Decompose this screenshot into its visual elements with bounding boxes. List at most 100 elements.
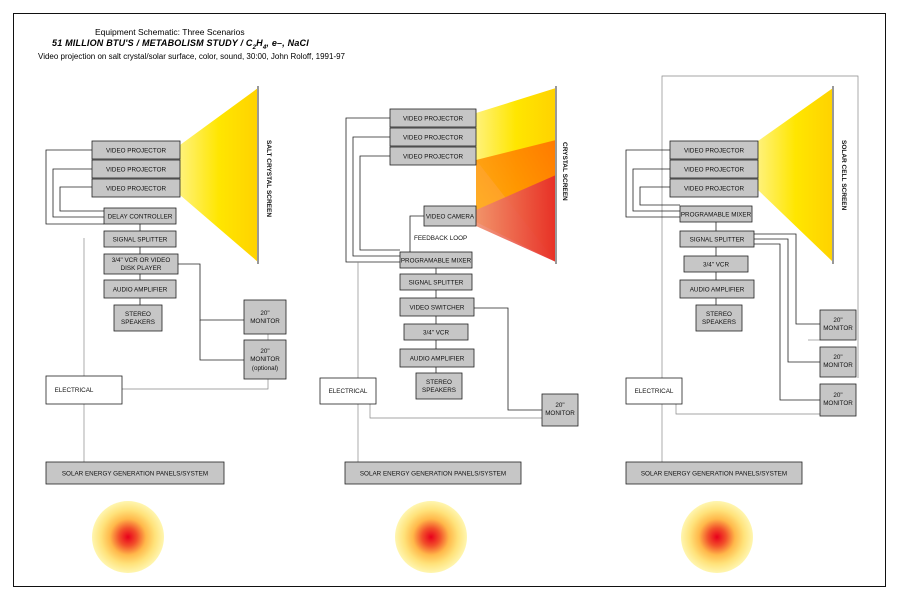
svg-text:20": 20" <box>833 392 842 399</box>
projection-beam <box>180 88 258 262</box>
electrical: ELECTRICAL <box>625 377 683 405</box>
screen-label: SALT CRYSTAL SCREEN <box>265 140 272 217</box>
video-projector-3: VIDEO PROJECTOR <box>669 178 759 198</box>
video-projector-3: VIDEO PROJECTOR <box>91 178 181 198</box>
svg-text:AUDIO AMPLIFIER: AUDIO AMPLIFIER <box>410 356 465 363</box>
vcr: 3/4" VCR <box>683 255 749 273</box>
sun-icon <box>681 501 753 573</box>
monitor: 20"MONITOR <box>541 393 579 427</box>
svg-text:VIDEO CAMERA: VIDEO CAMERA <box>426 214 475 221</box>
svg-text:DISK PLAYER: DISK PLAYER <box>121 265 162 272</box>
svg-text:VIDEO PROJECTOR: VIDEO PROJECTOR <box>403 135 464 142</box>
camera-feedback-beam <box>476 175 556 262</box>
svg-text:VIDEO PROJECTOR: VIDEO PROJECTOR <box>403 154 464 161</box>
svg-text:STEREO: STEREO <box>426 379 452 386</box>
svg-text:STEREO: STEREO <box>706 311 732 318</box>
svg-text:VIDEO SWITCHER: VIDEO SWITCHER <box>410 305 465 312</box>
svg-text:DELAY CONTROLLER: DELAY CONTROLLER <box>108 214 173 221</box>
svg-text:20": 20" <box>833 317 842 324</box>
schematic-subtitle: 51 MILLION BTU'S / METABOLISM STUDY / C2… <box>52 38 309 51</box>
svg-text:AUDIO AMPLIFIER: AUDIO AMPLIFIER <box>113 287 168 294</box>
monitor-2: 20"MONITOR <box>819 346 857 378</box>
svg-text:20": 20" <box>555 402 564 409</box>
svg-text:(optional): (optional) <box>252 365 278 372</box>
svg-text:ELECTRICAL: ELECTRICAL <box>55 387 94 394</box>
video-switcher: VIDEO SWITCHER <box>399 297 475 317</box>
audio-amplifier: AUDIO AMPLIFIER <box>103 279 177 299</box>
svg-text:MONITOR: MONITOR <box>545 410 575 417</box>
svg-text:20": 20" <box>260 348 269 355</box>
svg-text:3/4" VCR: 3/4" VCR <box>703 262 729 269</box>
svg-text:AUDIO AMPLIFIER: AUDIO AMPLIFIER <box>690 287 745 294</box>
svg-text:PROGRAMABLE MIXER: PROGRAMABLE MIXER <box>681 212 752 219</box>
svg-text:MONITOR: MONITOR <box>250 318 280 325</box>
svg-text:MONITOR: MONITOR <box>823 362 853 369</box>
schematic-title: Equipment Schematic: Three Scenarios <box>95 27 245 37</box>
video-projector-2: VIDEO PROJECTOR <box>669 159 759 179</box>
solar-panels: SOLAR ENERGY GENERATION PANELS/SYSTEM <box>344 461 522 485</box>
vcr: 3/4" VCR <box>403 323 469 341</box>
electrical: ELECTRICAL <box>45 375 123 405</box>
projection-beam <box>758 88 833 262</box>
sun-icon <box>92 501 164 573</box>
audio-amplifier: AUDIO AMPLIFIER <box>399 348 475 368</box>
feedback-loop-label: FEEDBACK LOOP <box>414 235 467 242</box>
signal-splitter: SIGNAL SPLITTER <box>103 230 177 248</box>
svg-text:SIGNAL SPLITTER: SIGNAL SPLITTER <box>409 280 464 287</box>
delay-controller: DELAY CONTROLLER <box>103 207 177 225</box>
video-projector-1: VIDEO PROJECTOR <box>91 140 181 160</box>
svg-text:3/4" VCR: 3/4" VCR <box>423 330 449 337</box>
svg-text:VIDEO PROJECTOR: VIDEO PROJECTOR <box>684 148 745 155</box>
scenario-1: SALT CRYSTAL SCREEN VIDEO PROJECTOR VIDE… <box>45 86 287 573</box>
video-projector-2: VIDEO PROJECTOR <box>91 159 181 179</box>
svg-text:SIGNAL SPLITTER: SIGNAL SPLITTER <box>690 237 745 244</box>
sun-icon <box>395 501 467 573</box>
svg-text:3/4" VCR OR VIDEO: 3/4" VCR OR VIDEO <box>112 257 171 264</box>
signal-splitter: SIGNAL SPLITTER <box>399 273 473 291</box>
svg-text:VIDEO PROJECTOR: VIDEO PROJECTOR <box>106 167 167 174</box>
video-projector-2: VIDEO PROJECTOR <box>389 127 477 147</box>
audio-amplifier: AUDIO AMPLIFIER <box>679 279 755 299</box>
monitor-2-optional: 20"MONITOR (optional) <box>243 339 287 380</box>
svg-text:SPEAKERS: SPEAKERS <box>422 387 456 394</box>
svg-text:SPEAKERS: SPEAKERS <box>121 319 155 326</box>
video-projector-1: VIDEO PROJECTOR <box>389 108 477 128</box>
svg-text:ELECTRICAL: ELECTRICAL <box>329 388 368 395</box>
monitor-1: 20"MONITOR <box>243 299 287 335</box>
svg-text:SOLAR ENERGY GENERATION PANELS: SOLAR ENERGY GENERATION PANELS/SYSTEM <box>641 471 787 478</box>
svg-text:PROGRAMABLE MIXER: PROGRAMABLE MIXER <box>401 258 472 265</box>
svg-text:20": 20" <box>260 310 269 317</box>
monitor-3: 20"MONITOR <box>819 383 857 417</box>
svg-text:VIDEO PROJECTOR: VIDEO PROJECTOR <box>106 186 167 193</box>
solar-panels: SOLAR ENERGY GENERATION PANELS/SYSTEM <box>45 461 225 485</box>
svg-text:SIGNAL SPLITTER: SIGNAL SPLITTER <box>113 237 168 244</box>
svg-text:SOLAR ENERGY GENERATION PANELS: SOLAR ENERGY GENERATION PANELS/SYSTEM <box>360 471 506 478</box>
programable-mixer: PROGRAMABLE MIXER <box>399 251 473 269</box>
svg-text:SOLAR ENERGY GENERATION PANELS: SOLAR ENERGY GENERATION PANELS/SYSTEM <box>62 471 208 478</box>
svg-text:20": 20" <box>833 354 842 361</box>
svg-text:MONITOR: MONITOR <box>823 400 853 407</box>
svg-text:MONITOR: MONITOR <box>823 325 853 332</box>
svg-text:VIDEO PROJECTOR: VIDEO PROJECTOR <box>684 186 745 193</box>
svg-text:SPEAKERS: SPEAKERS <box>702 319 736 326</box>
scenario-3: SOLAR CELL SCREEN VIDEO PROJECTOR VIDEO … <box>625 75 859 573</box>
svg-text:ELECTRICAL: ELECTRICAL <box>635 388 674 395</box>
programable-mixer: PROGRAMABLE MIXER <box>679 205 753 223</box>
screen-label: CRYSTAL SCREEN <box>561 142 568 201</box>
scenario-2: CRYSTAL SCREEN VIDEO PROJECTOR VIDEO PRO… <box>319 86 579 573</box>
screen-label: SOLAR CELL SCREEN <box>840 140 847 211</box>
svg-text:MONITOR: MONITOR <box>250 356 280 363</box>
schematic-description: Video projection on salt crystal/solar s… <box>38 52 345 61</box>
svg-text:STEREO: STEREO <box>125 311 151 318</box>
signal-splitter: SIGNAL SPLITTER <box>679 230 755 248</box>
video-projector-1: VIDEO PROJECTOR <box>669 140 759 160</box>
solar-panels: SOLAR ENERGY GENERATION PANELS/SYSTEM <box>625 461 803 485</box>
svg-text:VIDEO PROJECTOR: VIDEO PROJECTOR <box>403 116 464 123</box>
video-projector-3: VIDEO PROJECTOR <box>389 146 477 166</box>
svg-text:VIDEO PROJECTOR: VIDEO PROJECTOR <box>106 148 167 155</box>
